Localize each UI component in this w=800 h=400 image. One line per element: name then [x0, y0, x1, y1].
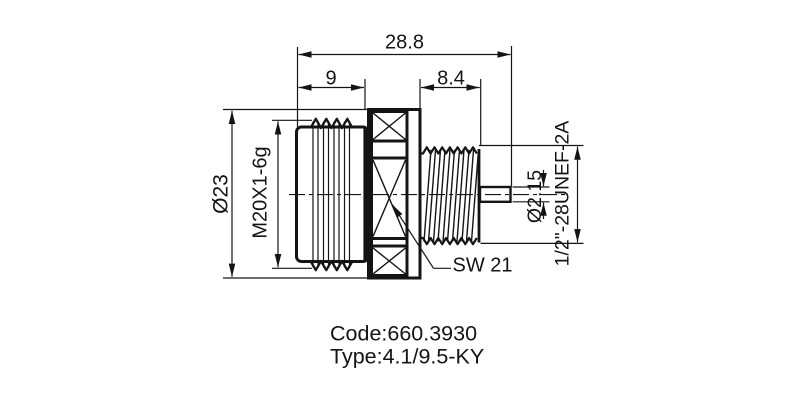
- dim-left-thread-length-label: 9: [325, 68, 336, 90]
- thread-hatch-lines: [423, 149, 480, 242]
- wrench-size-label: SW 21: [453, 255, 513, 277]
- part-code-text: Code:660.3930: [330, 322, 477, 346]
- hex-cross-hatch: [372, 112, 407, 275]
- pin-diameter-label: Ø2.15: [524, 170, 546, 223]
- dim-right-thread-length-label: 8.4: [437, 68, 465, 90]
- dim-body-diameter-label: Ø23: [210, 174, 233, 214]
- center-pin: [478, 185, 512, 204]
- hex-flange-section: [367, 108, 422, 280]
- left-thread-spec-label: M20X1-6g: [250, 146, 272, 238]
- dimension-lines: [223, 46, 584, 279]
- part-type-text: Type:4.1/9.5-KY: [330, 345, 484, 369]
- dim-total-length-label: 28.8: [385, 32, 424, 54]
- right-thread-spec-label: 1/2"-28UNEF-2A: [552, 121, 574, 267]
- right-thread-section: [420, 146, 481, 246]
